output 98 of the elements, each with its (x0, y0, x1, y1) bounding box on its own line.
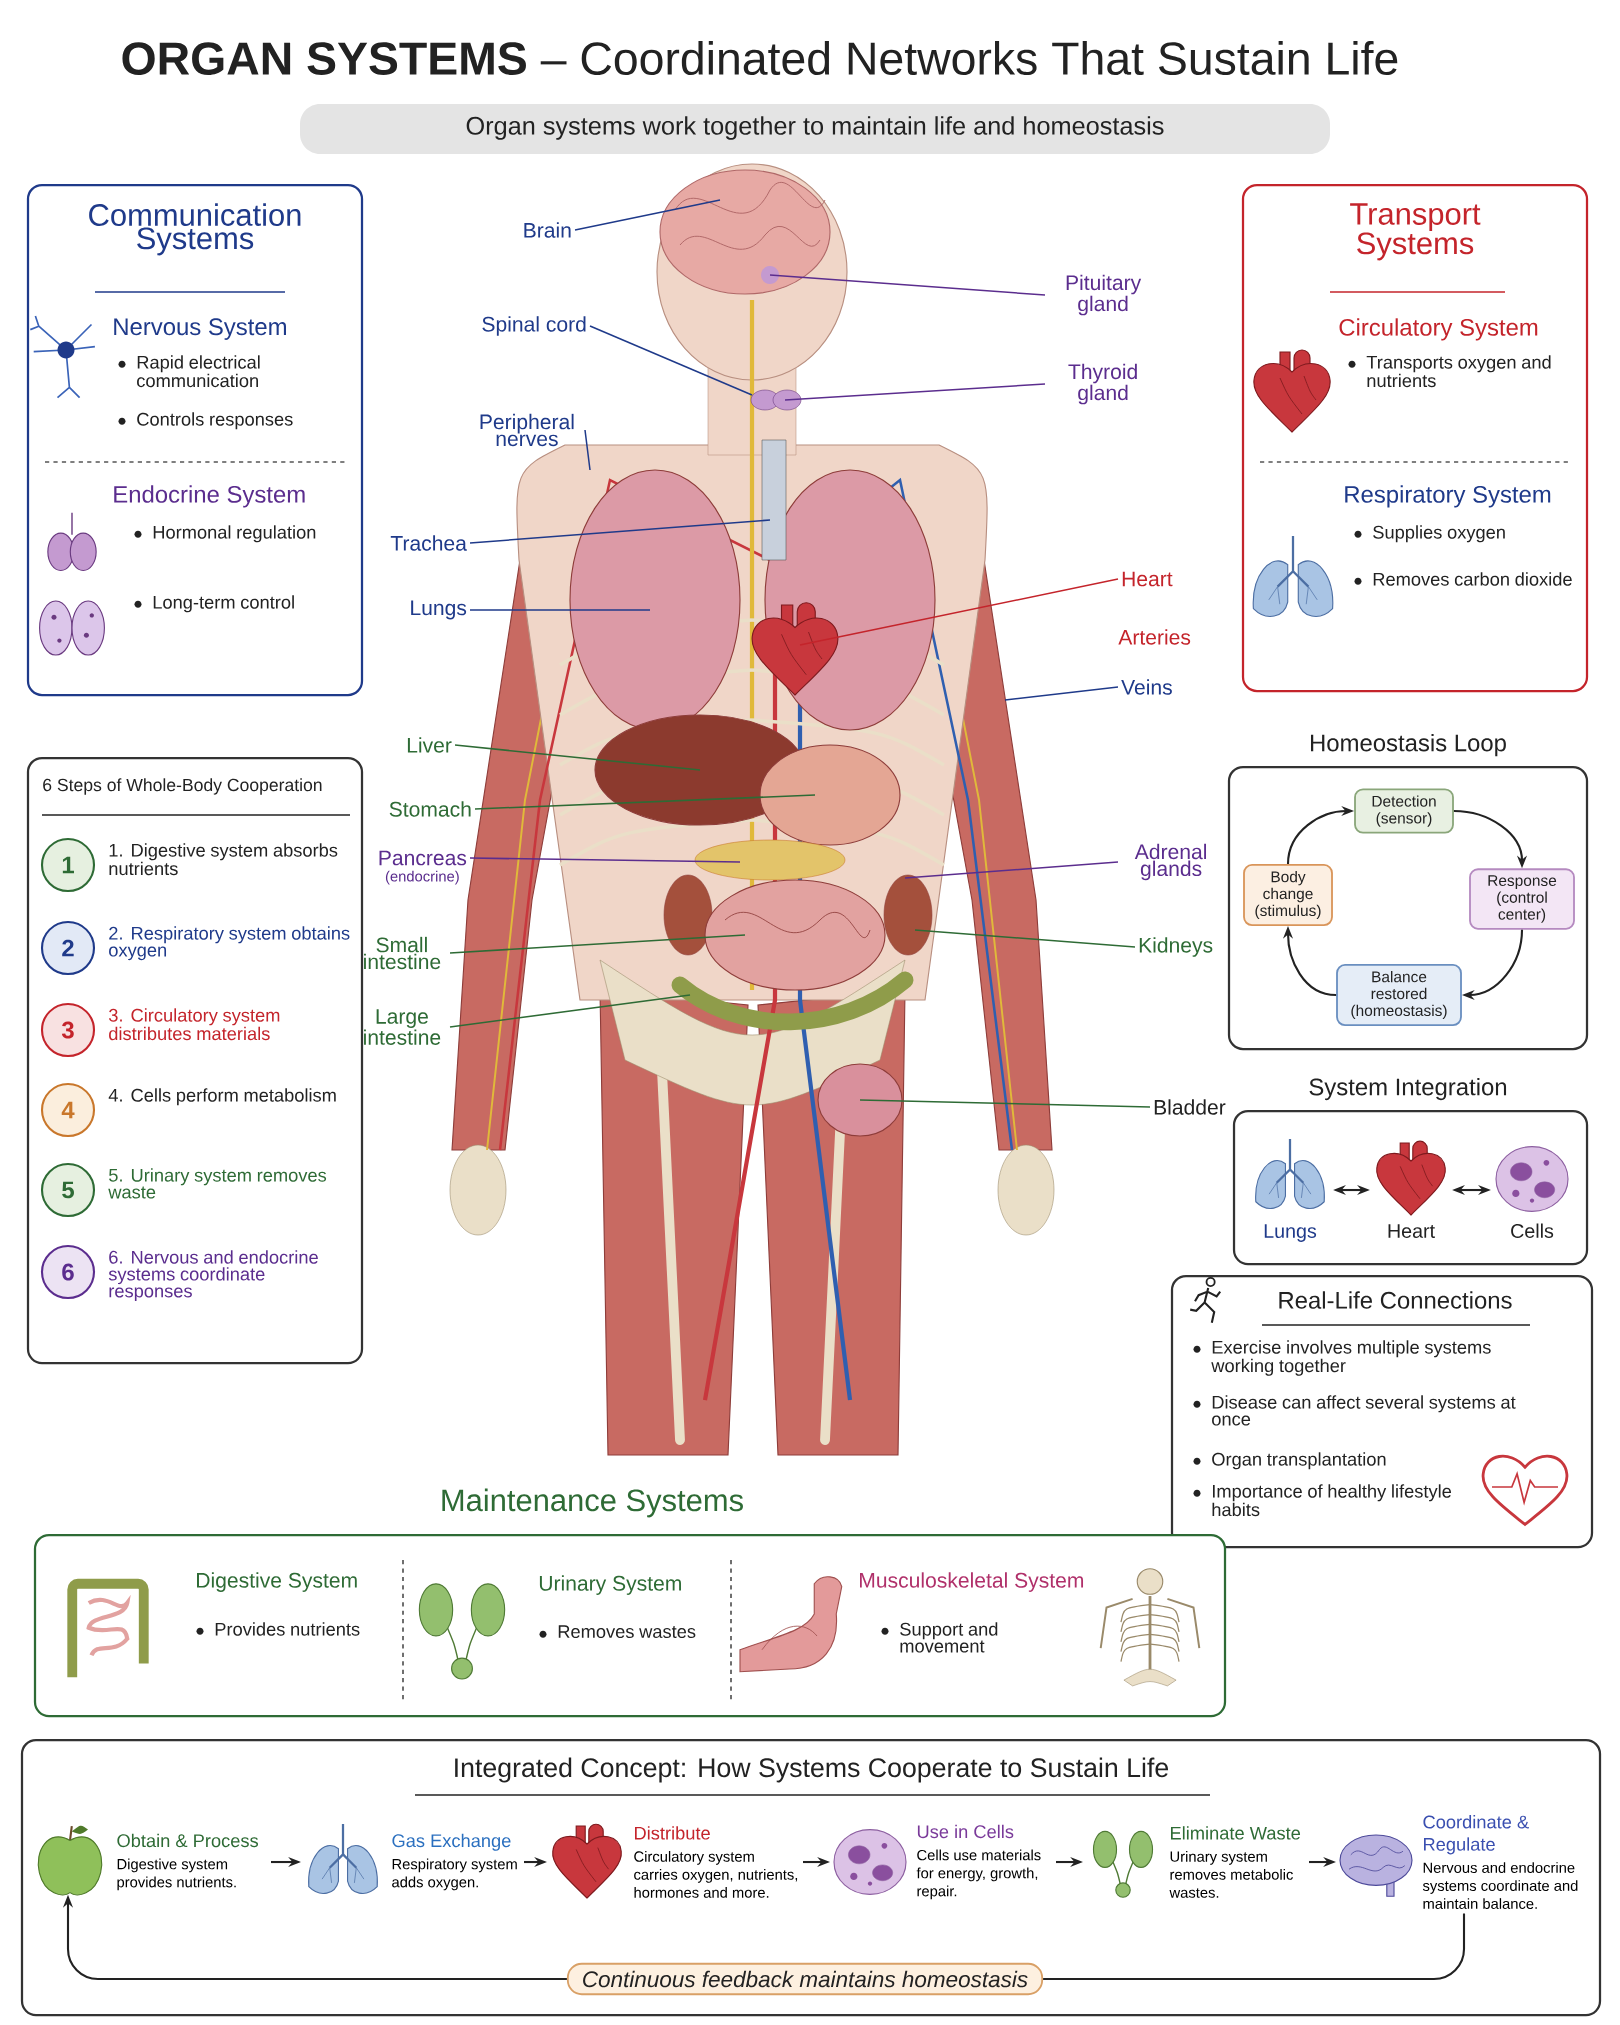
leader-line (469, 609, 651, 611)
step-heading: Eliminate Waste (1171, 1826, 1301, 1840)
leader-line (589, 325, 753, 396)
bullet-item: Provides nutrients (196, 1622, 360, 1636)
connector-line (1043, 1913, 1466, 1981)
process-box: Response (control center) (1469, 868, 1575, 930)
step-description: Cells use materials for energy, growth, repair. (916, 1849, 1041, 1900)
step-text: 3. Circulatory system distributes materials (109, 1008, 280, 1041)
leader-line (474, 794, 816, 810)
panel-heading: Homeostasis Loop (1311, 733, 1506, 757)
section-heading: Urinary System (539, 1575, 681, 1595)
panel-heading: 6 Steps of Whole-Body Cooperation (43, 778, 322, 795)
step-heading: Coordinate & Regulate (1423, 1815, 1529, 1855)
bullet-item: Supplies oxygen (1354, 525, 1505, 543)
bullet-item: Rapid electrical communication (118, 355, 260, 388)
organ-label: Peripheral nerves (480, 413, 574, 447)
title: ORGAN SYSTEMS – Coordinated Networks That Sustain Life (122, 40, 1398, 76)
leader-line (469, 857, 741, 863)
organ-label: Bladder (1154, 1099, 1226, 1115)
organ-note: (endocrine) (385, 870, 459, 885)
bullet-item: Disease can affect several systems at once (1193, 1395, 1516, 1426)
panel-heading: System Integration (1309, 1077, 1507, 1101)
organ-label: Stomach (389, 801, 471, 817)
panel-heading: Maintenance Systems (442, 1488, 743, 1518)
leader-line (799, 578, 1119, 646)
bullet-item: Removes carbon dioxide (1354, 572, 1572, 586)
step-heading: Obtain & Process (117, 1833, 259, 1848)
organ-label: Liver (407, 737, 452, 753)
leader-line (469, 519, 771, 544)
section-heading: Musculoskeletal System (860, 1572, 1083, 1592)
leader-line (784, 383, 1046, 401)
step-text: 4. Cells perform metabolism (108, 1088, 336, 1106)
organ-label: Heart (1388, 1224, 1435, 1238)
bullet-item: Hormonal regulation (134, 525, 316, 543)
bullet-item: Long-term control (134, 595, 294, 613)
step-text: 6. Nervous and endocrine systems coordinate responses (108, 1250, 318, 1302)
leader-line (584, 429, 591, 471)
step-description: Circulatory system carries oxygen, nutrients, hormones and more. (634, 1851, 798, 1898)
leader-line (914, 929, 1136, 948)
step-heading: Use in Cells (917, 1824, 1014, 1839)
organ-label: Spinal cord (482, 316, 586, 336)
concept-panel (20, 1738, 1602, 2017)
panel-heading: Real-Life Connections (1279, 1291, 1512, 1309)
organ-label: Trachea (390, 535, 467, 551)
panel-heading: Integrated Concept: How Systems Cooperate to Sustain Life (455, 1757, 1169, 1783)
leader-line (449, 934, 746, 954)
process-box: Balance restored (homeostasis) (1336, 964, 1462, 1026)
organ-label: Arteries (1118, 629, 1191, 645)
info-panel (26, 183, 364, 697)
step-text: 2. Respiratory system obtains oxygen (109, 926, 350, 961)
section-heading: Endocrine System (114, 485, 305, 508)
organ-label: Lungs (1264, 1224, 1317, 1242)
bullet-item: Transports oxygen and nutrients (1348, 355, 1551, 388)
step-description: Nervous and endocrine systems coordinate and maintain balance. (1422, 1862, 1578, 1909)
bullet-item: Organ transplantation (1193, 1452, 1386, 1470)
section-heading: Circulatory System (1339, 318, 1538, 341)
organ-label: Kidneys (1139, 937, 1213, 957)
step-description: Digestive system provides nutrients. (117, 1858, 236, 1891)
section-heading: Nervous System (114, 318, 286, 340)
leader-line (1004, 686, 1119, 701)
section-heading: Digestive System (197, 1572, 357, 1592)
subtitle-banner: Organ systems work together to maintain life and homeostasis (300, 104, 1330, 154)
bullet-item: Support and movement (881, 1622, 998, 1653)
info-panel (1241, 183, 1589, 693)
organ-label: Heart (1122, 571, 1173, 587)
leader-line (574, 199, 721, 231)
step-description: Respiratory system adds oxygen. (392, 1858, 517, 1891)
organ-label: Brain (524, 222, 571, 238)
organ-label: Adrenal glands (1134, 843, 1206, 881)
section-heading: Respiratory System (1345, 485, 1551, 508)
organ-label: Pancreas (379, 850, 467, 866)
bullet-item: Controls responses (118, 412, 293, 430)
organ-label: Veins (1121, 679, 1172, 695)
step-description: Urinary system removes metabolic wastes. (1169, 1851, 1293, 1898)
organ-label: Large intestine (364, 1009, 441, 1045)
process-box: Body change (stimulus) (1243, 864, 1333, 926)
leader-line (904, 861, 1119, 879)
step-heading: Distribute (635, 1826, 710, 1840)
organ-label: Lungs (411, 600, 467, 620)
info-panel (1170, 1274, 1594, 1549)
bullet-item: Importance of healthy lifestyle habits (1193, 1484, 1452, 1517)
steps-panel (26, 756, 364, 1365)
step-heading: Gas Exchange (392, 1833, 511, 1851)
panel-heading: Transport Systems (1350, 203, 1481, 261)
step-text: 1. Digestive system absorbs nutrients (109, 843, 338, 876)
organ-label: Pituitary gland (1066, 274, 1142, 316)
feedback-banner: Continuous feedback maintains homeostasis (566, 1962, 1044, 1996)
organ-label: Cells (1511, 1223, 1554, 1238)
leader-line (769, 274, 1046, 296)
panel-heading: Communication Systems (89, 203, 301, 256)
process-box: Detection (sensor) (1354, 788, 1454, 834)
step-text: 5. Urinary system removes waste (108, 1168, 327, 1199)
organ-label: Small intestine (364, 936, 441, 970)
organ-label: Thyroid gland (1068, 363, 1137, 405)
bullet-item: Exercise involves multiple systems working together (1193, 1340, 1491, 1376)
leader-line (859, 1099, 1151, 1108)
leader-line (454, 744, 701, 771)
bullet-item: Removes wastes (539, 1625, 696, 1639)
